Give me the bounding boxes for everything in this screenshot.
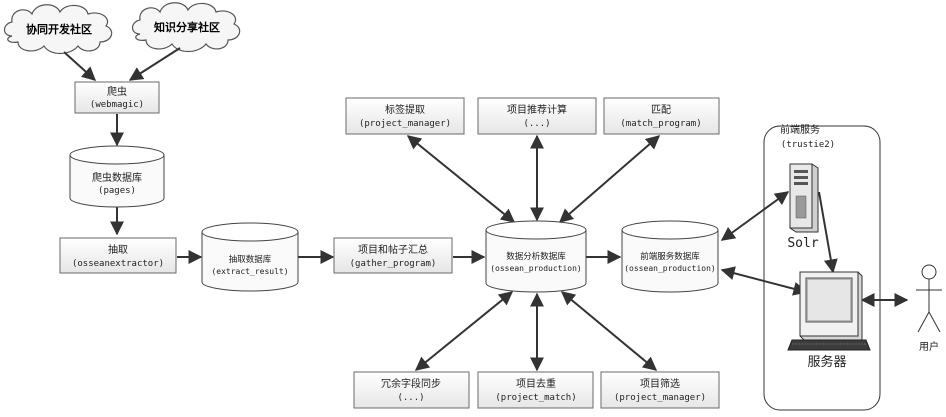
extract-subtitle: (osseanextractor) [72, 259, 164, 269]
arrow-match-analysis [558, 135, 661, 223]
crawler-subtitle: (webmagic) [90, 100, 144, 110]
filter-box: 项目筛选 (project_manager) [600, 371, 720, 409]
gather-subtitle: (gather_program) [350, 259, 437, 269]
gather-title: 项目和帖子汇总 [358, 243, 428, 256]
gather-box: 项目和帖子汇总 (gather_program) [333, 237, 453, 274]
arrow-cloud1-crawler [63, 51, 97, 81]
arrow-tag-analysis [406, 135, 516, 223]
redundant-title: 冗余字段同步 [381, 377, 441, 390]
crawler-db-title: 爬虫数据库 [92, 171, 142, 184]
match-box: 匹配 (match_program) [603, 97, 720, 135]
analysis-db-subtitle: (ossean_production) [490, 264, 582, 273]
filter-subtitle: (project_manager) [614, 393, 706, 403]
extract-box: 抽取 (osseanextractor) [59, 237, 177, 274]
tag-extract-title: 标签提取 [385, 103, 425, 116]
cloud-knowledge-label: 知识分享社区 [153, 20, 220, 34]
filter-title: 项目筛选 [640, 377, 680, 390]
arrow-solr-server [818, 191, 838, 274]
extract-db-subtitle: (extract_result) [211, 267, 288, 276]
solr-label: Solr [787, 236, 818, 251]
dedupe-box: 项目去重 (project_match) [477, 371, 594, 409]
connectors [63, 47, 909, 372]
frontend-service-title: 前端服务 [780, 123, 820, 136]
match-title: 匹配 [651, 104, 671, 116]
analysis-db-cylinder: 数据分析数据库 (ossean_production) [485, 220, 587, 293]
crawler-db-subtitle: (pages) [98, 186, 136, 196]
cloud-collab-community: 协同开发社区 [3, 4, 113, 55]
arrow-cloud2-crawler [128, 47, 181, 81]
redundant-box: 冗余字段同步 (...) [353, 371, 470, 409]
frontend-service-container: 前端服务 (trustie2) [763, 123, 881, 411]
frontend-service-subtitle: (trustie2) [781, 140, 835, 150]
frontend-db-title: 前端服务数据库 [640, 251, 700, 262]
tag-extract-subtitle: (project_manager) [359, 119, 451, 129]
dedupe-subtitle: (project_match) [495, 393, 576, 403]
recommend-subtitle: (...) [523, 119, 550, 129]
extract-db-title: 抽取数据库 [229, 254, 272, 265]
crawler-box: 爬虫 (webmagic) [74, 81, 160, 114]
crawler-db-cylinder: 爬虫数据库 (pages) [69, 145, 165, 208]
match-subtitle: (match_program) [620, 119, 701, 129]
arrow-filter-analysis [560, 291, 658, 371]
dedupe-title: 项目去重 [516, 377, 556, 390]
extract-title: 抽取 [108, 243, 128, 256]
server-computer-icon: 服务器 [787, 271, 871, 370]
cloud-knowledge-community: 知识分享社区 [131, 2, 241, 53]
extract-db-cylinder: 抽取数据库 (extract_result) [201, 222, 299, 292]
frontend-db-cylinder: 前端服务数据库 (ossean_production) [621, 220, 719, 293]
tag-extract-box: 标签提取 (project_manager) [345, 97, 465, 135]
solr-server-icon: Solr [787, 163, 819, 251]
user-label: 用户 [919, 340, 939, 353]
cloud-collab-label: 协同开发社区 [26, 22, 92, 36]
recommend-title: 项目推荐计算 [507, 103, 567, 116]
user-icon: 用户 [916, 264, 942, 353]
frontend-db-subtitle: (ossean_production) [624, 264, 716, 273]
recommend-box: 项目推荐计算 (...) [477, 97, 597, 135]
redundant-subtitle: (...) [397, 393, 424, 403]
server-label: 服务器 [807, 354, 846, 370]
arrow-redundant-analysis [414, 291, 514, 371]
analysis-db-title: 数据分析数据库 [506, 251, 566, 262]
crawler-title: 爬虫 [107, 86, 127, 98]
arrow-frontenddb-solr [720, 191, 790, 241]
